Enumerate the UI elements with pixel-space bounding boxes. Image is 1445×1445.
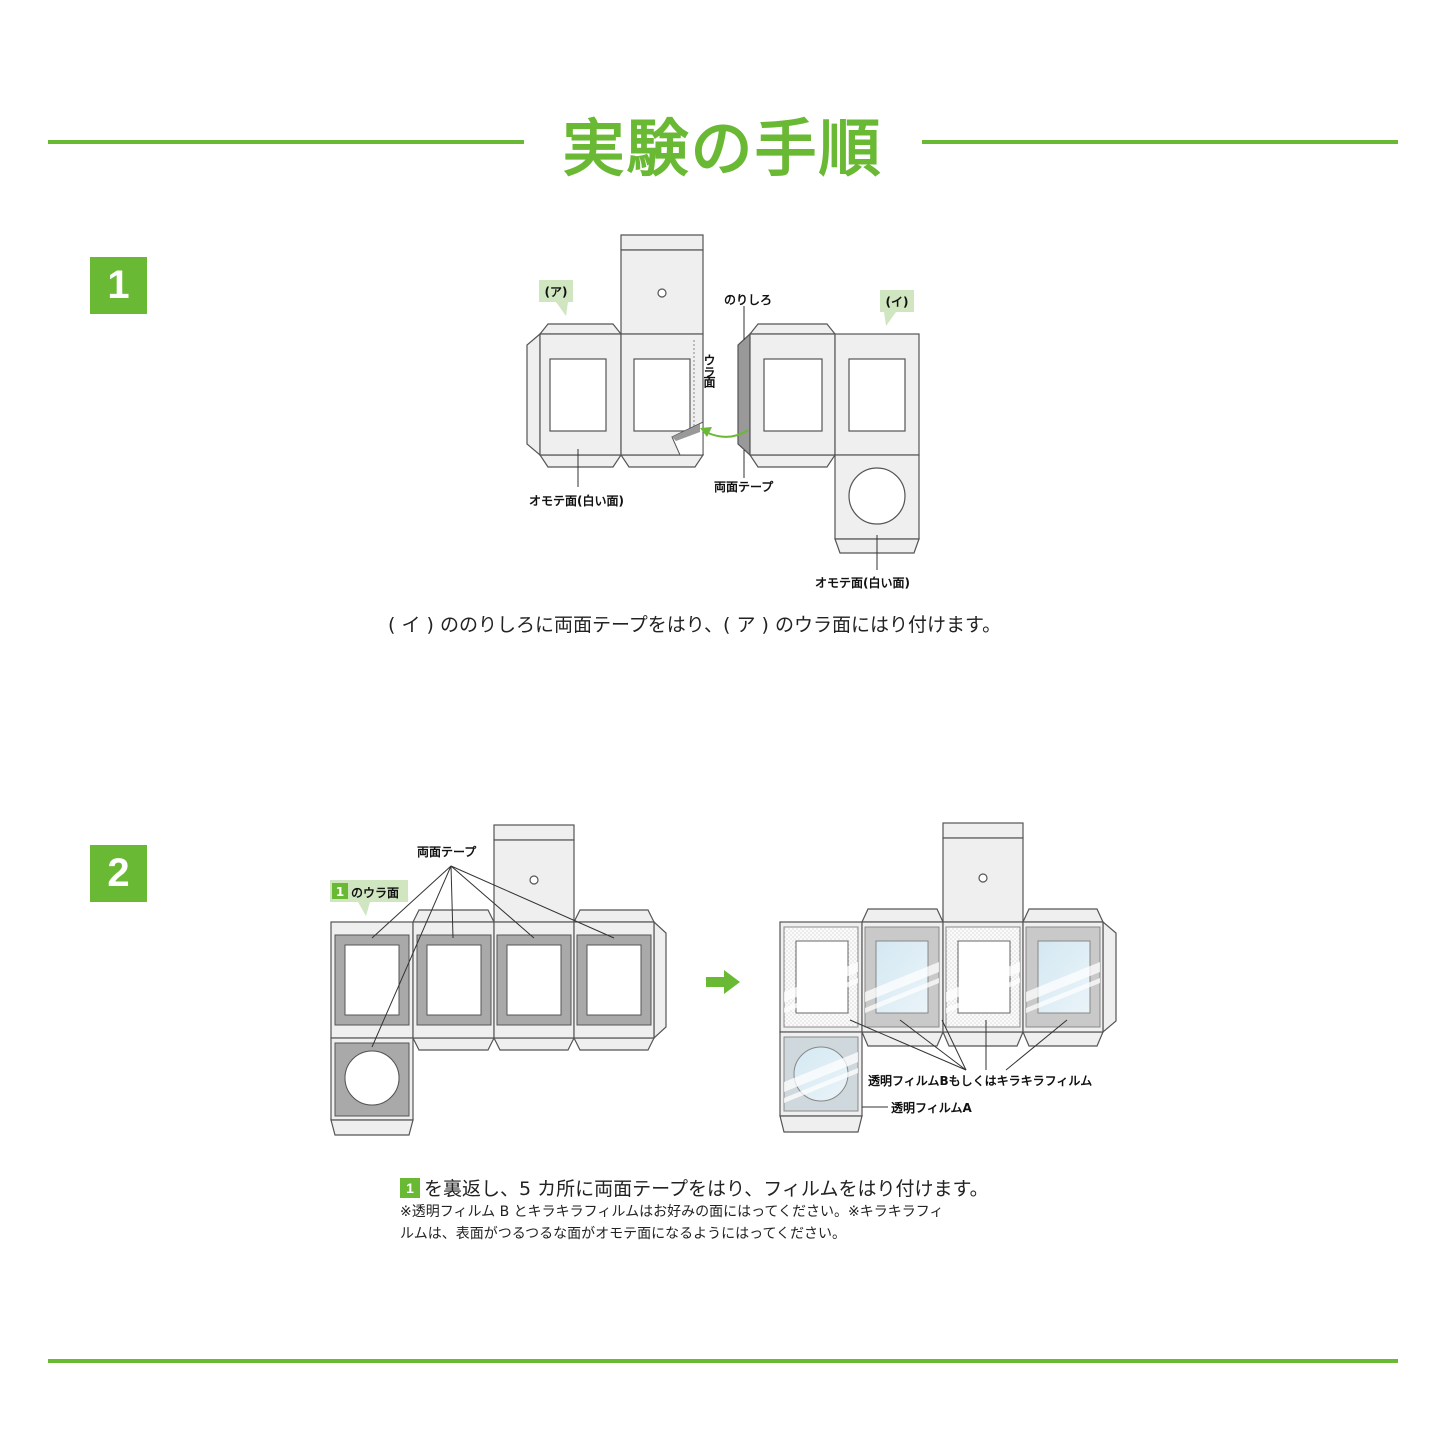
tag-i-label: (イ) xyxy=(886,295,909,309)
step2-note-1: ※透明フィルム B とキラキラフィルムはお好みの面にはってください。※キラキラフ… xyxy=(400,1204,944,1220)
net-i-flap xyxy=(748,323,837,335)
net-film-bottom-flap xyxy=(779,1115,863,1133)
net-a-flap xyxy=(538,454,623,468)
title-rule-left xyxy=(48,140,524,144)
omote-right-label: オモテ面(白い面) xyxy=(815,575,910,590)
caption-step-badge: 1 xyxy=(400,1178,420,1198)
step2-note-2: ルムは、表面がつるつるな面がオモテ面になるようにはってください。 xyxy=(400,1226,847,1242)
film-b-label: 透明フィルムBもしくはキラキラフィルム xyxy=(868,1074,1092,1088)
ura-label-1: ウラ xyxy=(702,354,716,378)
step-1-badge: 1 xyxy=(90,257,147,314)
film-leaders xyxy=(849,1019,1068,1108)
film-a-label: 透明フィルムA xyxy=(891,1101,973,1115)
net-film-side-flap xyxy=(1102,920,1117,1034)
net-a-top-flap xyxy=(620,234,704,251)
net-a-window-2 xyxy=(633,358,691,432)
net-a-window-1 xyxy=(549,358,607,432)
film-shine xyxy=(784,962,1100,1103)
tape-label-2: 両面テープ xyxy=(417,844,477,859)
step1-net-i xyxy=(737,323,920,554)
peeled-corner xyxy=(671,421,704,456)
omote-left-label: オモテ面(白い面) xyxy=(529,493,624,508)
net-i-window-2 xyxy=(848,358,906,432)
step-2-badge: 2 xyxy=(90,845,147,902)
step2-caption-text: を裏返し、5 カ所に両面テープをはり、フィルムをはり付けます。 xyxy=(424,1178,989,1200)
net-back-top-flap xyxy=(493,824,575,841)
net-a-flap xyxy=(538,323,623,335)
net-back-flap xyxy=(493,1037,575,1051)
step2-arrow xyxy=(706,970,740,994)
net-a-flap xyxy=(619,454,705,468)
net-film-flap xyxy=(861,908,944,923)
net-back-flap xyxy=(412,909,495,923)
tag-a-label: (ア) xyxy=(545,285,568,299)
tag-a-bubble xyxy=(539,280,573,316)
curved-arrow xyxy=(707,429,749,438)
ura-label-2: 面 xyxy=(702,376,716,389)
net-back-hole xyxy=(529,875,539,885)
tape-frames xyxy=(334,934,652,1117)
net-film-hole xyxy=(978,873,988,883)
net-i-window-1 xyxy=(763,358,823,432)
net-back-bottom-flap xyxy=(330,1119,414,1136)
net-back-side-flap xyxy=(653,920,667,1040)
step1-net-a xyxy=(526,234,705,468)
page-title: 実験の手順 xyxy=(562,112,883,185)
net-back-flap xyxy=(412,1037,495,1051)
ura-badge-num: 1 xyxy=(336,885,344,899)
net-film-flap xyxy=(942,1031,1024,1047)
net-back-flap xyxy=(573,909,655,923)
ura-badge-bubble xyxy=(330,880,408,916)
title-rule-right xyxy=(922,140,1398,144)
tape-leaders xyxy=(371,865,615,1048)
net-film-top-flap xyxy=(942,822,1024,839)
footer-rule xyxy=(48,1359,1398,1363)
step1-caption: ( イ ) ののりしろに両面テープをはり、( ア ) のウラ面にはり付けます。 xyxy=(388,614,1002,636)
norishiro-label: のりしろ xyxy=(724,293,772,307)
tape-label-1: 両面テープ xyxy=(714,479,774,494)
net-i-glue-flap xyxy=(737,332,751,457)
tag-i-bubble xyxy=(880,290,914,326)
net-film-flap xyxy=(1022,1031,1104,1047)
net-a-side-flap xyxy=(526,332,541,457)
net-i-flap xyxy=(748,454,837,468)
arrow-head xyxy=(700,427,712,437)
net-back-flap xyxy=(573,1037,655,1051)
net-a-hole xyxy=(657,288,667,298)
net-film-flap xyxy=(1022,908,1104,923)
net-i-circle-window xyxy=(848,467,906,525)
ura-badge-text: のウラ面 xyxy=(351,886,399,900)
